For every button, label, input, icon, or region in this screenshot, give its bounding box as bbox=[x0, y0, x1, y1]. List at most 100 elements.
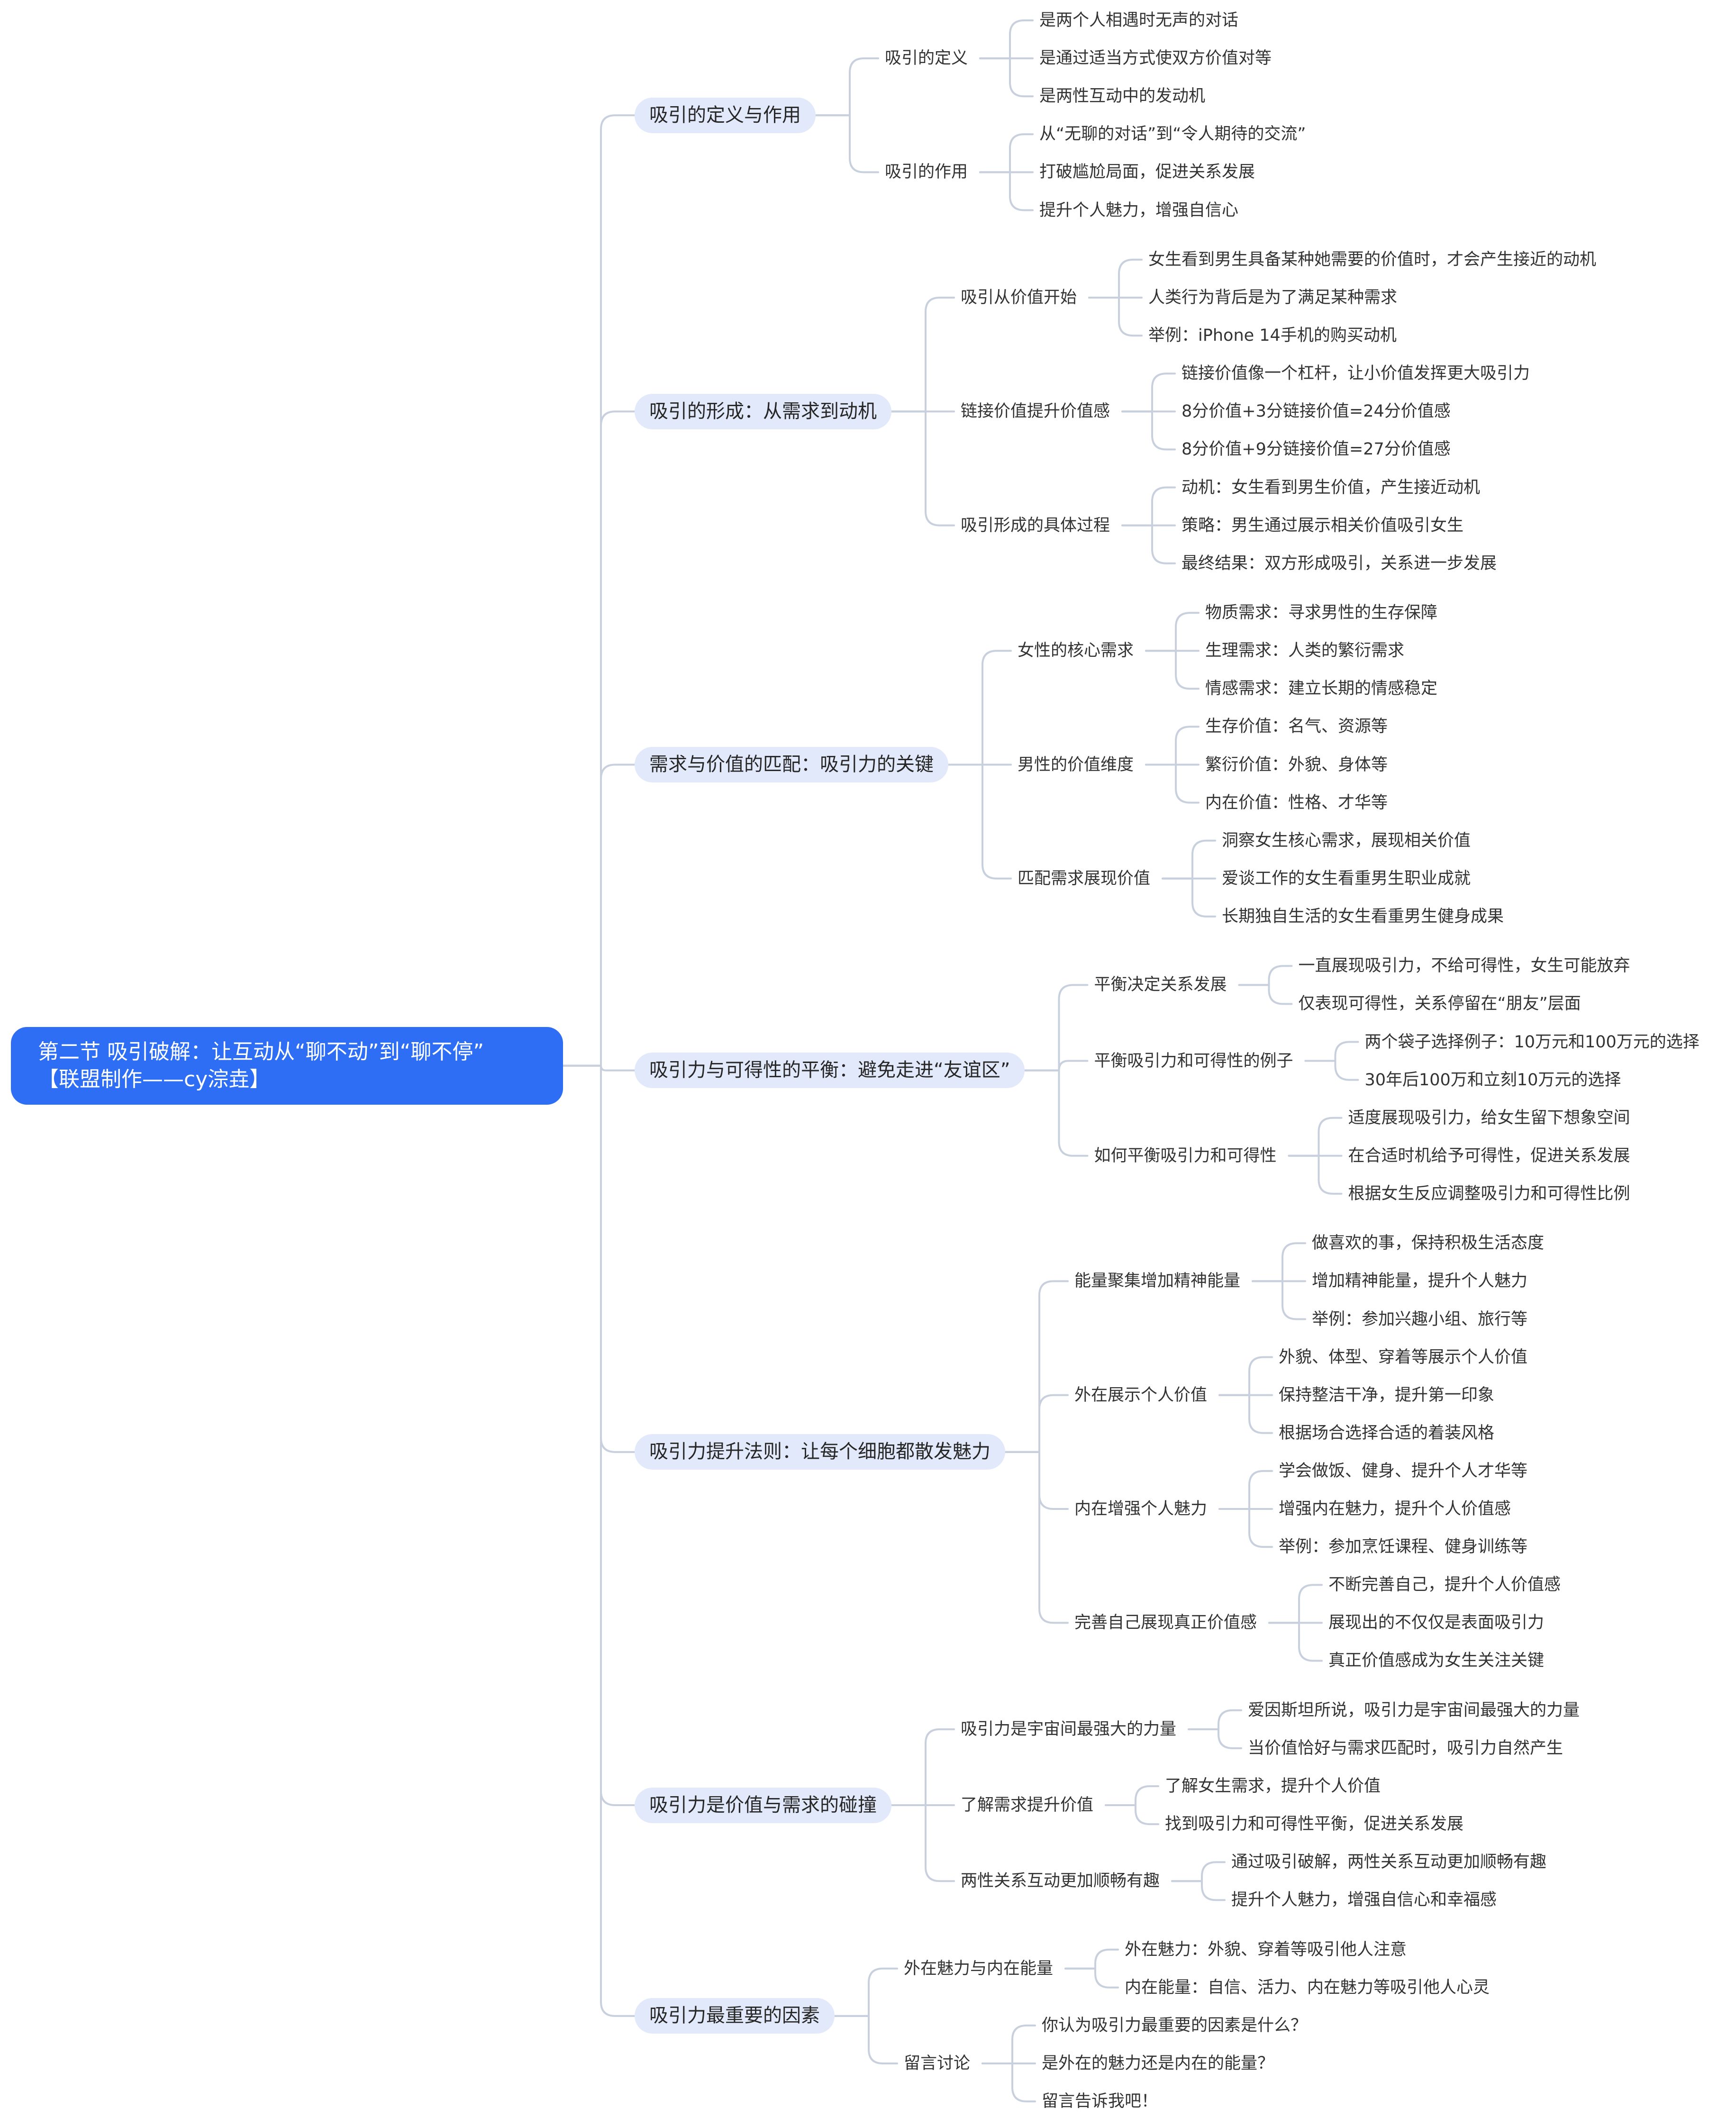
main-topic: 吸引的定义与作用 bbox=[635, 97, 816, 133]
connector-line bbox=[1288, 1117, 1343, 1157]
connector-line bbox=[1024, 1069, 1089, 1157]
connector-line bbox=[562, 410, 636, 1067]
detail-topic: 你认为吸引力最重要的因素是什么？ bbox=[1042, 2016, 1308, 2035]
detail-topic: 留言告诉我吧！ bbox=[1042, 2092, 1158, 2111]
connector-line bbox=[1121, 486, 1176, 527]
connector-line bbox=[979, 57, 1034, 98]
subtopic: 外在魅力与内在能量 bbox=[904, 1959, 1054, 1978]
connector-line bbox=[1024, 1060, 1089, 1072]
detail-topic: 举例：iPhone 14手机的购买动机 bbox=[1148, 326, 1397, 345]
detail-topic: 繁衍价值：外貌、身体等 bbox=[1205, 755, 1388, 774]
connector-line bbox=[982, 2062, 1036, 2103]
detail-topic: 一直展现吸引力，不给可得性，女生可能放弃 bbox=[1298, 956, 1630, 976]
detail-topic: 学会做饭、健身、提升个人才华等 bbox=[1279, 1461, 1528, 1481]
subtopic: 平衡决定关系发展 bbox=[1094, 975, 1227, 995]
subtopic: 外在展示个人价值 bbox=[1074, 1385, 1208, 1405]
connector-line bbox=[1105, 1804, 1160, 1826]
connector-line bbox=[1171, 1880, 1226, 1901]
connector-line bbox=[1145, 763, 1200, 804]
connector-line bbox=[982, 2024, 1036, 2064]
connector-line bbox=[1238, 965, 1293, 986]
connector-line bbox=[1105, 1785, 1160, 1807]
detail-topic: 不断完善自己，提升个人价值感 bbox=[1328, 1575, 1561, 1595]
connector-line bbox=[1288, 1154, 1343, 1195]
detail-topic: 真正价值感成为女生关注关键 bbox=[1328, 1651, 1545, 1671]
connector-line bbox=[1121, 524, 1176, 564]
connector-line bbox=[979, 171, 1034, 211]
connector-line bbox=[979, 19, 1034, 60]
connector-line bbox=[1121, 410, 1176, 451]
connector-line bbox=[834, 1967, 898, 2017]
detail-topic: 是外在的魅力还是内在的能量？ bbox=[1042, 2054, 1274, 2073]
detail-topic: 举例：参加烹饪课程、健身训练等 bbox=[1279, 1537, 1528, 1557]
connector-line bbox=[1218, 1470, 1273, 1510]
central-topic: 第二节 吸引破解：让互动从“聊不动”到“聊不停” 【联盟制作——cy淙垚】 bbox=[11, 1027, 563, 1105]
detail-topic: 打破尴尬局面，促进关系发展 bbox=[1039, 163, 1255, 182]
connector-line bbox=[562, 1064, 636, 1453]
subtopic: 能量聚集增加精神能量 bbox=[1074, 1272, 1241, 1291]
detail-topic: 在合适时机给予可得性，促进关系发展 bbox=[1348, 1146, 1630, 1165]
main-topic: 吸引力是价值与需求的碰撞 bbox=[635, 1787, 891, 1823]
detail-topic: 通过吸引破解，两性关系互动更加顺畅有趣 bbox=[1231, 1853, 1547, 1872]
detail-topic: 长期独自生活的女生看重男生健身成果 bbox=[1222, 907, 1504, 926]
connector-line bbox=[1252, 1280, 1307, 1320]
detail-topic: 根据场合选择合适的着装风格 bbox=[1279, 1423, 1495, 1443]
connector-line bbox=[562, 114, 636, 1067]
detail-topic: 物质需求：寻求男性的生存保障 bbox=[1205, 603, 1438, 623]
subtopic: 女性的核心需求 bbox=[1018, 641, 1134, 661]
detail-topic: 是通过适当方式使双方价值对等 bbox=[1039, 49, 1272, 68]
connector-line bbox=[1188, 1728, 1243, 1749]
connector-line bbox=[834, 2015, 898, 2064]
detail-topic: 爱因斯坦所说，吸引力是宇宙间最强大的力量 bbox=[1248, 1700, 1580, 1720]
detail-topic: 当价值恰好与需求匹配时，吸引力自然产生 bbox=[1248, 1738, 1563, 1758]
detail-topic: 爱谈工作的女生看重男生职业成就 bbox=[1222, 869, 1471, 888]
connector-line bbox=[1004, 1451, 1069, 1624]
connector-line bbox=[1218, 1356, 1273, 1396]
subtopic: 男性的价值维度 bbox=[1018, 755, 1134, 774]
subtopic: 完善自己展现真正价值感 bbox=[1074, 1613, 1257, 1633]
detail-topic: 展现出的不仅仅是表面吸引力 bbox=[1328, 1613, 1545, 1633]
detail-topic: 链接价值像一个杠杆，让小价值发挥更大吸引力 bbox=[1182, 364, 1530, 383]
connector-line bbox=[562, 763, 636, 1067]
detail-topic: 做喜欢的事，保持积极生活态度 bbox=[1312, 1234, 1545, 1253]
detail-topic: 增强内在魅力，提升个人价值感 bbox=[1279, 1499, 1511, 1518]
connector-line bbox=[1024, 984, 1089, 1072]
detail-topic: 找到吸引力和可得性平衡，促进关系发展 bbox=[1165, 1815, 1464, 1834]
detail-topic: 情感需求：建立长期的情感稳定 bbox=[1205, 679, 1438, 699]
connector-line bbox=[1064, 1948, 1119, 1970]
connector-line bbox=[1121, 373, 1176, 413]
connector-line bbox=[1088, 258, 1143, 299]
connector-line bbox=[1268, 1584, 1323, 1624]
connector-line bbox=[1145, 650, 1200, 690]
subtopic: 了解需求提升价值 bbox=[961, 1796, 1094, 1815]
connector-line bbox=[1188, 1709, 1243, 1730]
connector-line bbox=[891, 410, 955, 527]
subtopic: 吸引从价值开始 bbox=[961, 288, 1077, 307]
connector-line bbox=[562, 1064, 636, 2017]
detail-topic: 根据女生反应调整吸引力和可得性比例 bbox=[1348, 1184, 1630, 1203]
subtopic: 链接价值提升价值感 bbox=[961, 402, 1110, 421]
detail-topic: 了解女生需求，提升个人价值 bbox=[1165, 1777, 1381, 1796]
connector-line bbox=[1162, 839, 1217, 880]
subtopic: 平衡吸引力和可得性的例子 bbox=[1094, 1051, 1293, 1071]
main-topic: 吸引的形成：从需求到动机 bbox=[635, 393, 891, 429]
connector-line bbox=[1162, 877, 1217, 918]
detail-topic: 外貌、体型、穿着等展示个人价值 bbox=[1279, 1347, 1528, 1367]
connector-line bbox=[891, 297, 955, 413]
detail-topic: 提升个人魅力，增强自信心和幸福感 bbox=[1231, 1890, 1497, 1910]
main-topic: 吸引力提升法则：让每个细胞都散发魅力 bbox=[635, 1434, 1005, 1470]
detail-topic: 最终结果：双方形成吸引，关系进一步发展 bbox=[1182, 554, 1497, 573]
detail-topic: 内在能量：自信、活力、内在魅力等吸引他人心灵 bbox=[1125, 1978, 1490, 1997]
detail-topic: 策略：男生通过展示相关价值吸引女生 bbox=[1182, 516, 1464, 535]
detail-topic: 8分价值+3分链接价值=24分价值感 bbox=[1182, 402, 1451, 421]
connector-line bbox=[1238, 984, 1293, 1005]
connector-line bbox=[1218, 1508, 1273, 1548]
subtopic: 留言讨论 bbox=[904, 2054, 971, 2073]
connector-line bbox=[891, 1728, 955, 1807]
connector-line bbox=[562, 1064, 636, 1807]
connector-line bbox=[1145, 612, 1200, 652]
connector-line bbox=[979, 133, 1034, 173]
detail-topic: 动机：女生看到男生价值，产生接近动机 bbox=[1182, 478, 1481, 497]
connector-line bbox=[1304, 1041, 1359, 1062]
